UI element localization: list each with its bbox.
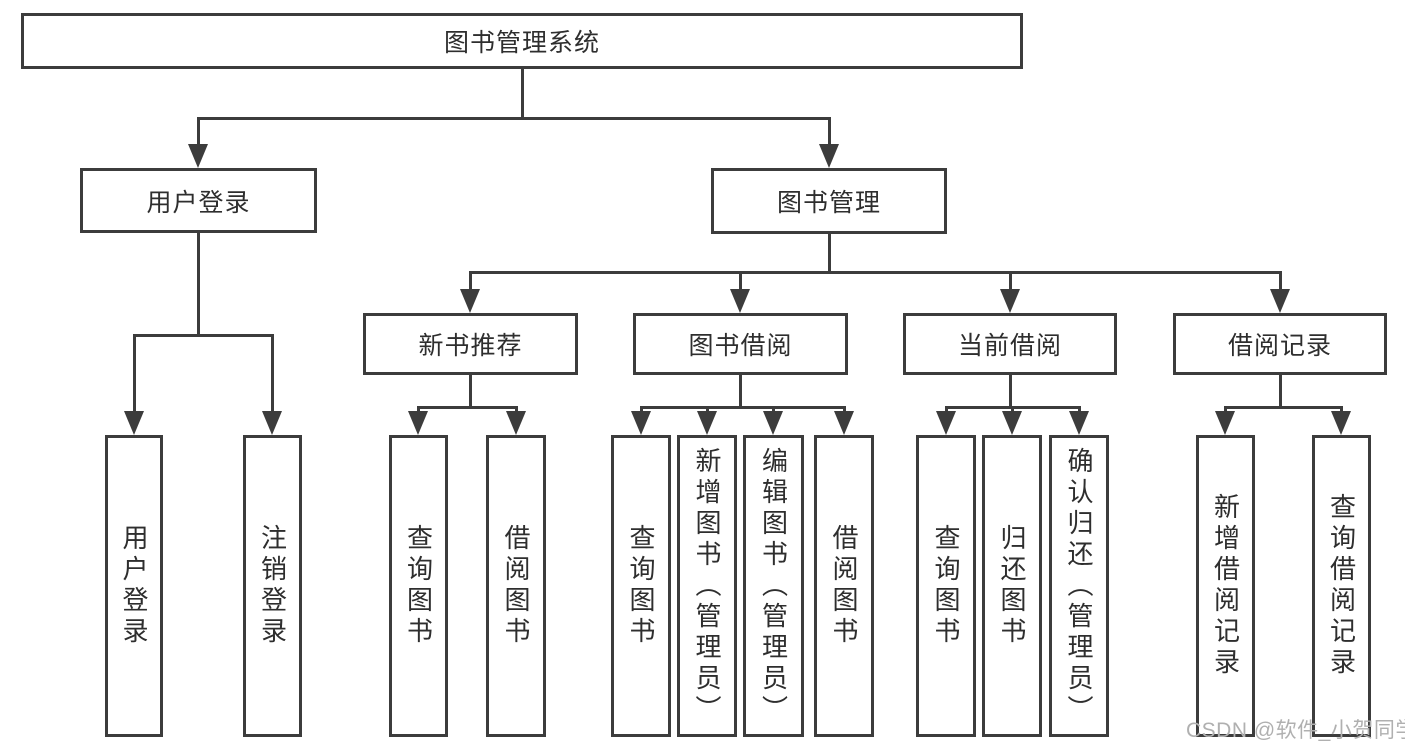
node-user-login: 用户登录 xyxy=(80,168,317,233)
connector-line xyxy=(828,117,831,148)
arrow-down-icon xyxy=(763,411,783,435)
connector-line xyxy=(521,69,524,117)
leaf-user-login: 用户登录 xyxy=(105,435,163,737)
node-label: 用户登录 xyxy=(119,524,149,648)
arrow-down-icon xyxy=(819,144,839,168)
node-book-borrowing: 图书借阅 xyxy=(633,313,848,375)
arrow-down-icon xyxy=(124,411,144,435)
connector-line xyxy=(1340,406,1343,413)
connector-line xyxy=(417,406,517,409)
arrow-down-icon xyxy=(697,411,717,435)
connector-line xyxy=(1009,271,1012,291)
node-label: 借阅图书 xyxy=(829,524,859,648)
connector-line xyxy=(469,271,472,291)
connector-line xyxy=(197,117,200,148)
node-label: 查询借阅记录 xyxy=(1326,493,1357,679)
node-label: 查询图书 xyxy=(403,524,434,648)
connector-line xyxy=(417,406,420,413)
connector-line xyxy=(1279,375,1282,406)
arrow-down-icon xyxy=(1270,289,1290,313)
connector-line xyxy=(739,375,742,406)
connector-line xyxy=(197,233,200,334)
arrow-down-icon xyxy=(1331,411,1351,435)
connector-line xyxy=(197,117,831,120)
arrow-down-icon xyxy=(408,411,428,435)
node-label: 图书管理 xyxy=(776,189,881,217)
connector-line xyxy=(640,406,643,413)
node-current-borrowing: 当前借阅 xyxy=(903,313,1117,375)
leaf-current-confirm-return-admin: 确认归还（管理员） xyxy=(1049,435,1109,737)
node-label: 归还图书 xyxy=(997,524,1027,648)
arrow-down-icon xyxy=(506,411,526,435)
connector-line xyxy=(843,406,846,413)
arrow-down-icon xyxy=(936,411,956,435)
node-library-management-system: 图书管理系统 xyxy=(21,13,1023,69)
connector-line xyxy=(271,334,274,412)
node-label: 借阅记录 xyxy=(1227,332,1332,360)
leaf-recommend-query-books: 查询图书 xyxy=(389,435,448,737)
leaf-borrowing-query-books: 查询图书 xyxy=(611,435,671,737)
leaf-records-add-record: 新增借阅记录 xyxy=(1196,435,1255,737)
connector-line xyxy=(945,406,948,413)
leaf-logout: 注销登录 xyxy=(243,435,302,737)
leaf-current-return-books: 归还图书 xyxy=(982,435,1042,737)
leaf-recommend-borrow-books: 借阅图书 xyxy=(486,435,546,737)
connector-line xyxy=(469,271,1281,274)
connector-line xyxy=(133,334,136,412)
node-label: 当前借阅 xyxy=(957,332,1062,360)
node-new-book-recommendation: 新书推荐 xyxy=(363,313,578,375)
arrow-down-icon xyxy=(1002,411,1022,435)
leaf-borrowing-add-books-admin: 新增图书（管理员） xyxy=(677,435,737,737)
arrow-down-icon xyxy=(188,144,208,168)
connector-line xyxy=(1224,406,1227,413)
node-label: 借阅图书 xyxy=(501,524,531,648)
connector-line xyxy=(706,406,709,413)
connector-line xyxy=(828,234,831,271)
connector-line xyxy=(133,334,274,337)
arrow-down-icon xyxy=(262,411,282,435)
node-label: 新增图书（管理员） xyxy=(692,446,722,726)
leaf-borrowing-edit-books-admin: 编辑图书（管理员） xyxy=(743,435,804,737)
arrow-down-icon xyxy=(834,411,854,435)
connector-line xyxy=(772,406,775,413)
node-label: 确认归还（管理员） xyxy=(1064,446,1094,726)
node-label: 图书借阅 xyxy=(688,332,793,360)
connector-line xyxy=(1279,271,1282,291)
leaf-current-query-books: 查询图书 xyxy=(916,435,976,737)
arrow-down-icon xyxy=(1000,289,1020,313)
connector-line xyxy=(640,406,845,409)
node-label: 查询图书 xyxy=(626,524,656,648)
connector-line xyxy=(1078,406,1081,413)
node-label: 图书管理系统 xyxy=(443,29,600,57)
arrow-down-icon xyxy=(1215,411,1235,435)
arrow-down-icon xyxy=(460,289,480,313)
connector-line xyxy=(515,406,518,413)
node-label: 新增借阅记录 xyxy=(1210,493,1241,679)
connector-line xyxy=(739,271,742,291)
arrow-down-icon xyxy=(1069,411,1089,435)
connector-line xyxy=(1224,406,1342,409)
connector-line xyxy=(469,375,472,406)
node-label: 编辑图书（管理员） xyxy=(758,446,789,726)
node-label: 查询图书 xyxy=(931,524,961,648)
leaf-borrowing-borrow-books: 借阅图书 xyxy=(814,435,874,737)
connector-line xyxy=(1009,375,1012,406)
node-book-management: 图书管理 xyxy=(711,168,947,234)
node-borrowing-records: 借阅记录 xyxy=(1173,313,1387,375)
node-label: 用户登录 xyxy=(146,188,251,217)
connector-line xyxy=(1011,406,1014,413)
node-label: 注销登录 xyxy=(257,524,288,648)
arrow-down-icon xyxy=(730,289,750,313)
watermark: CSDN @软件_小贺同学 xyxy=(1186,719,1405,742)
leaf-records-query-record: 查询借阅记录 xyxy=(1312,435,1371,737)
node-label: 新书推荐 xyxy=(418,332,523,360)
arrow-down-icon xyxy=(631,411,651,435)
